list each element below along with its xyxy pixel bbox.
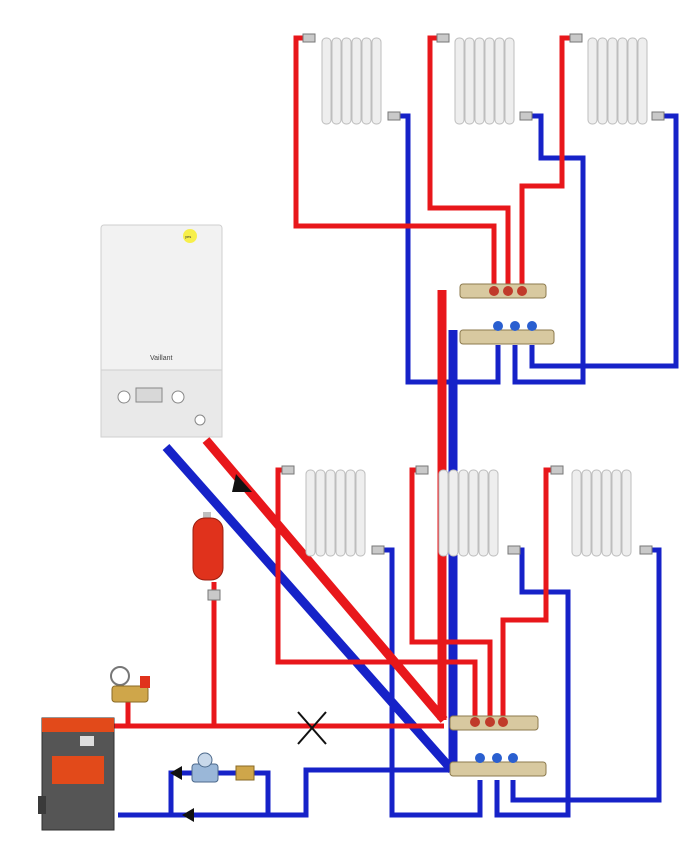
radiator bbox=[305, 469, 366, 557]
valve-knob-icon[interactable] bbox=[475, 753, 485, 763]
valve-knob-icon[interactable] bbox=[510, 321, 520, 331]
upper-supply-1 bbox=[293, 35, 497, 287]
boiler-badge-icon bbox=[183, 229, 197, 243]
radiator-valve-icon[interactable] bbox=[651, 111, 665, 121]
valve-knob-icon[interactable] bbox=[508, 753, 518, 763]
radiator-valve-icon[interactable] bbox=[519, 111, 533, 121]
radiator-valve-icon[interactable] bbox=[550, 465, 564, 475]
flow-arrow-icon bbox=[182, 808, 194, 822]
upper-floor-radiators bbox=[321, 37, 648, 125]
expansion-tank-icon bbox=[192, 512, 224, 601]
boiler-badge-text: yes bbox=[185, 234, 191, 239]
boiler-knob-left[interactable] bbox=[117, 390, 131, 404]
supply-pipes bbox=[112, 35, 570, 729]
radiator-valve-icon[interactable] bbox=[436, 33, 450, 43]
radiator-valve-icon[interactable] bbox=[639, 545, 653, 555]
upper-return-3 bbox=[529, 113, 679, 369]
upper-return-manifold bbox=[459, 321, 555, 345]
boiler-pressure-gauge bbox=[194, 414, 206, 426]
boiler-brand: Vaillant bbox=[150, 355, 172, 362]
valve-knob-icon[interactable] bbox=[527, 321, 537, 331]
lower-return-3 bbox=[510, 547, 662, 803]
radiator bbox=[571, 469, 632, 557]
safety-group-icon bbox=[110, 666, 150, 703]
radiator-valve-icon[interactable] bbox=[415, 465, 429, 475]
flow-arrow-icon bbox=[232, 474, 252, 492]
lower-supply-2 bbox=[409, 467, 493, 718]
radiator-valve-icon[interactable] bbox=[302, 33, 316, 43]
lower-return-manifold bbox=[449, 753, 547, 777]
upper-return-1 bbox=[395, 113, 501, 385]
upper-return-2 bbox=[512, 113, 586, 385]
lower-return-2 bbox=[494, 547, 571, 818]
return-pipes bbox=[118, 113, 679, 818]
radiator bbox=[438, 469, 499, 557]
wall-gas-boiler: Vaillant yes bbox=[100, 224, 223, 438]
closed-valve-cross-icon[interactable] bbox=[297, 711, 327, 745]
upper-supply-manifold bbox=[459, 283, 547, 299]
main-return-diagonal bbox=[162, 444, 456, 773]
upper-supply-3 bbox=[519, 35, 570, 287]
radiator bbox=[587, 37, 648, 125]
valve-knob-icon[interactable] bbox=[493, 321, 503, 331]
lower-supply-1 bbox=[275, 467, 478, 718]
lower-supply-3 bbox=[500, 467, 551, 718]
boiler-knob-right[interactable] bbox=[171, 390, 185, 404]
pump-bypass-left bbox=[168, 770, 271, 815]
boiler-display bbox=[135, 387, 163, 403]
flow-arrows bbox=[170, 474, 252, 822]
radiator bbox=[454, 37, 515, 125]
radiator-valve-icon[interactable] bbox=[387, 111, 401, 121]
radiator-valve-icon[interactable] bbox=[371, 545, 385, 555]
radiator bbox=[321, 37, 382, 125]
radiator-valve-icon[interactable] bbox=[569, 33, 583, 43]
radiator-valve-icon[interactable] bbox=[281, 465, 295, 475]
upper-supply-2 bbox=[427, 35, 511, 287]
radiator-valves bbox=[281, 33, 665, 555]
valve-knob-icon[interactable] bbox=[492, 753, 502, 763]
circulation-pump-icon bbox=[191, 752, 255, 783]
lower-return-1 bbox=[373, 547, 483, 818]
solid-boiler-return bbox=[118, 767, 452, 818]
lower-supply-manifold bbox=[449, 715, 539, 731]
flow-arrow-icon bbox=[170, 766, 182, 780]
radiator-valve-icon[interactable] bbox=[507, 545, 521, 555]
lower-floor-radiators bbox=[305, 469, 632, 557]
solid-fuel-boiler-icon bbox=[38, 717, 115, 831]
